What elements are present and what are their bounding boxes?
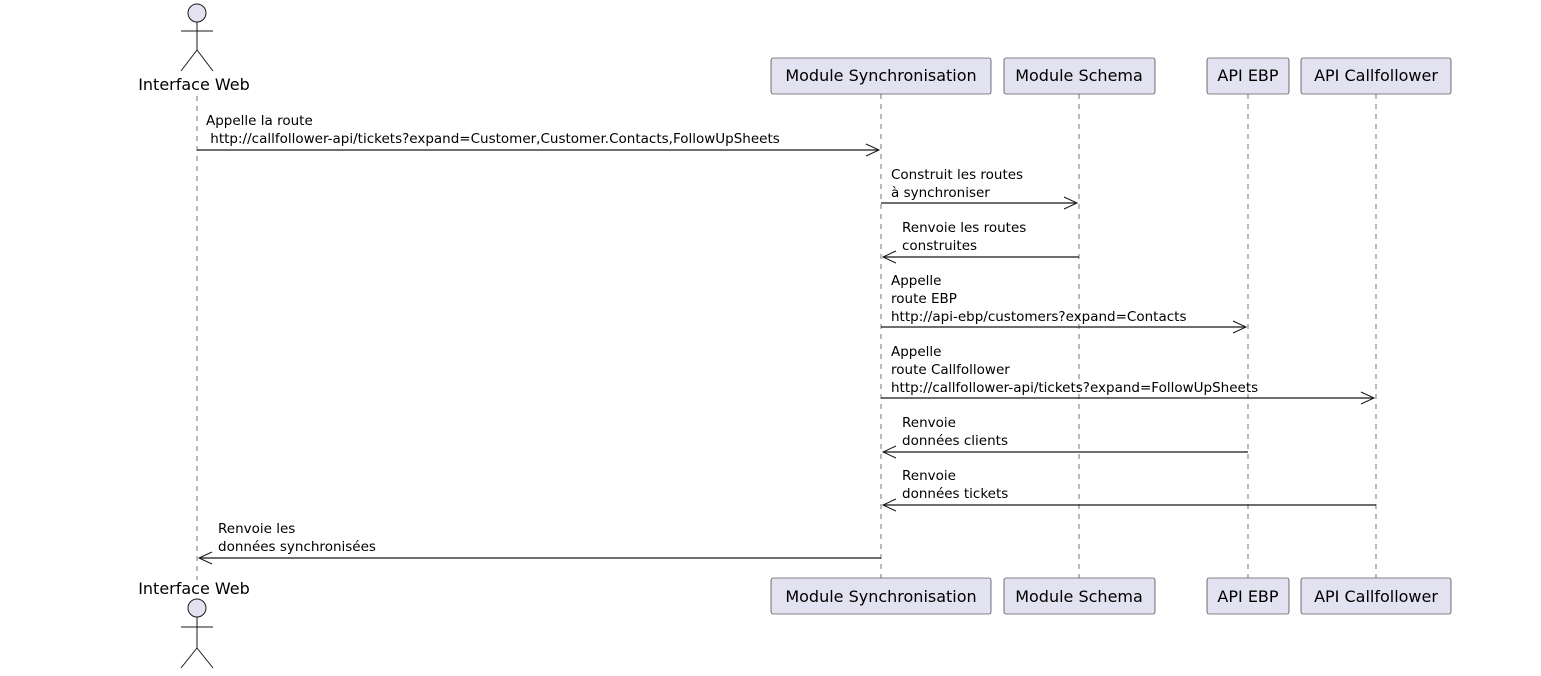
message-text-line: construites (902, 238, 977, 254)
participant-label: Module Schema (1015, 587, 1143, 606)
arrow-head-left-icon (881, 498, 897, 512)
message-text-line: Renvoie (902, 415, 956, 431)
arrow-head-left-icon (197, 551, 213, 565)
participant-api-ebp-bottom: API EBP (1206, 577, 1290, 615)
arrow-head-right-icon (1232, 320, 1248, 334)
actor-stick-figure-icon (180, 3, 214, 72)
actor-interface-web-bottom: Interface Web (138, 579, 250, 669)
message-call-callfollower-route: Appelle route Callfollower http://callfo… (881, 344, 1376, 405)
message-text-line: http://callfollower-api/tickets?expand=C… (206, 131, 780, 147)
message-text-line: http://callfollower-api/tickets?expand=F… (891, 380, 1258, 396)
message-text-line: à synchroniser (891, 185, 990, 201)
participant-label: API Callfollower (1314, 587, 1438, 606)
message-text-line: données clients (902, 433, 1008, 449)
arrow-head-right-icon (1360, 391, 1376, 405)
message-text-line: Renvoie (902, 468, 956, 484)
message-build-routes: Construit les routes à synchroniser (881, 167, 1079, 210)
message-return-routes: Renvoie les routes construites (881, 220, 1079, 264)
actor-stick-figure-icon (180, 598, 214, 669)
message-call-ebp-route: Appelle route EBP http://api-ebp/custome… (881, 273, 1248, 334)
message-text-line: données tickets (902, 486, 1008, 502)
participant-label: Module Schema (1015, 66, 1143, 85)
arrow-head-right-icon (865, 143, 881, 157)
message-text-line: route Callfollower (891, 362, 1010, 378)
message-return-ticket-data: Renvoie données tickets (881, 468, 1376, 512)
participant-api-ebp-top: API EBP (1206, 57, 1290, 95)
participant-label: API EBP (1217, 587, 1278, 606)
participant-label: API Callfollower (1314, 66, 1438, 85)
participant-module-synchronisation-top: Module Synchronisation (770, 57, 992, 95)
participant-module-synchronisation-bottom: Module Synchronisation (770, 577, 992, 615)
participant-label: Module Synchronisation (785, 66, 976, 85)
message-text-line: route EBP (891, 291, 957, 307)
message-text-line: http://api-ebp/customers?expand=Contacts (891, 309, 1186, 325)
arrow-head-left-icon (881, 250, 897, 264)
actor-label: Interface Web (138, 75, 250, 94)
message-text-line: Appelle (891, 344, 942, 360)
message-return-client-data: Renvoie données clients (881, 415, 1248, 459)
participant-api-callfollower-top: API Callfollower (1300, 57, 1452, 95)
participant-module-schema-top: Module Schema (1003, 57, 1156, 95)
arrow-head-right-icon (1063, 196, 1079, 210)
arrow-head-left-icon (881, 445, 897, 459)
participant-label: API EBP (1217, 66, 1278, 85)
participant-api-callfollower-bottom: API Callfollower (1300, 577, 1452, 615)
actor-label: Interface Web (138, 579, 250, 598)
message-text-line: Renvoie les routes (902, 220, 1026, 236)
participant-label: Module Synchronisation (785, 587, 976, 606)
message-return-synced-data: Renvoie les données synchronisées (197, 521, 881, 565)
message-text-line: données synchronisées (218, 539, 376, 555)
message-text-line: Appelle (891, 273, 942, 289)
message-call-route: Appelle la route http://callfollower-api… (197, 113, 881, 157)
message-text-line: Renvoie les (218, 521, 295, 537)
participant-module-schema-bottom: Module Schema (1003, 577, 1156, 615)
actor-interface-web-top: Interface Web (138, 3, 250, 94)
message-text-line: Construit les routes (891, 167, 1023, 183)
message-text-line: Appelle la route (206, 113, 313, 129)
